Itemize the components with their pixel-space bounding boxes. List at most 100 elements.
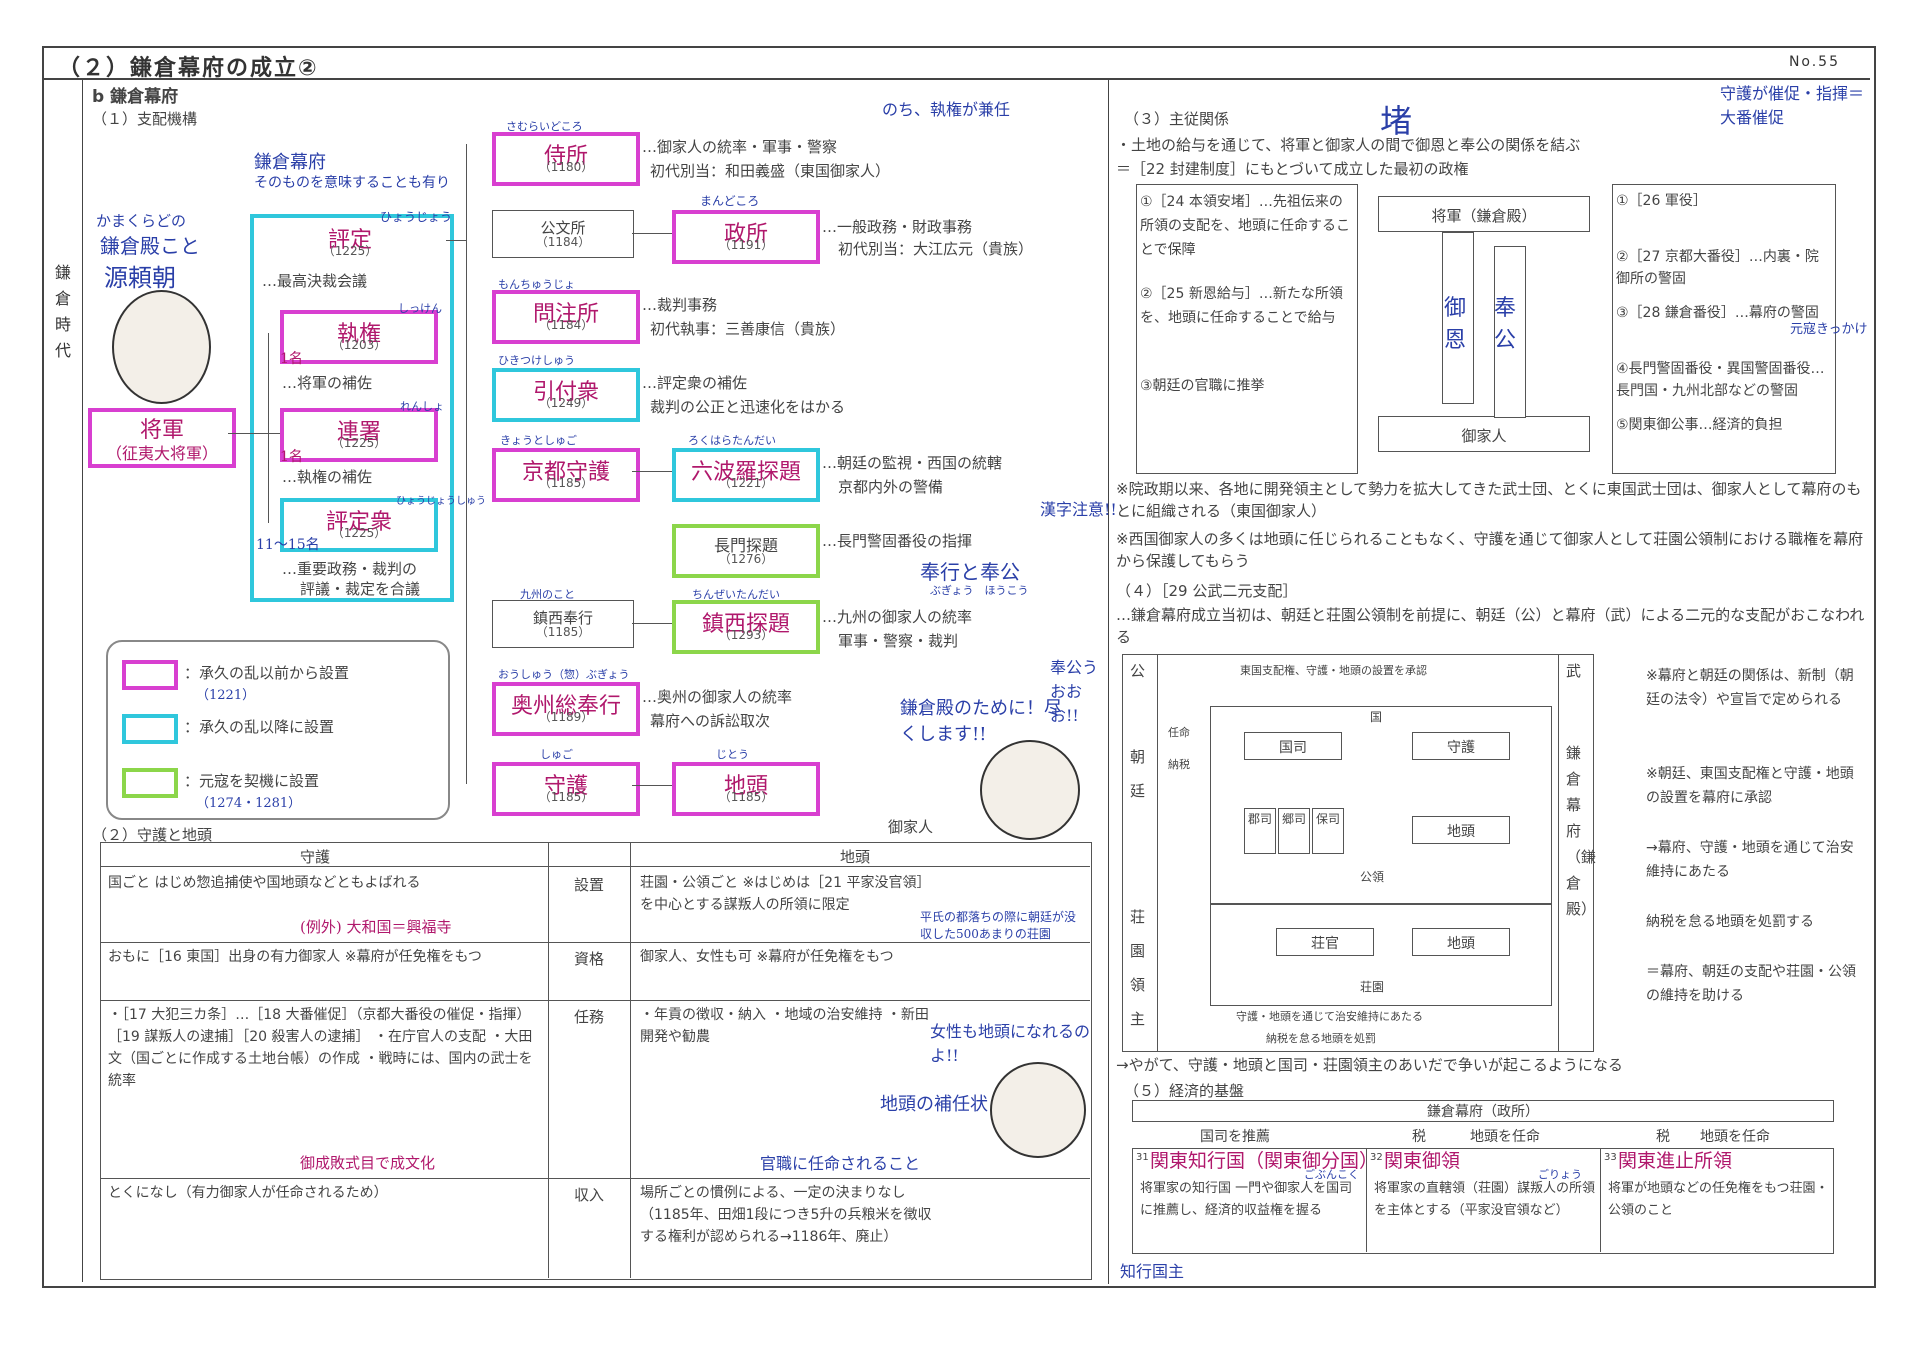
goon-list-box	[1136, 184, 1358, 474]
table-cell-shugo: おもに［16 東国］出身の有力御家人 ※幕府が任免権をもつ	[108, 949, 482, 965]
monchujo-desc1: …裁判事務	[642, 296, 718, 314]
nagato-desc: …長門警固番役の指揮	[822, 532, 973, 550]
part5-ruby: ごりょう	[1538, 1168, 1582, 1181]
shogun-kamakura-box: 将軍（鎌倉殿）	[1378, 196, 1590, 232]
bottom1-label: 守護・地頭を通じて治安維持にあたる	[1236, 1010, 1423, 1023]
part4-heading: （４）［29 公武二元支配］	[1116, 582, 1298, 600]
line-chinzei	[632, 623, 672, 624]
part5-name: 関東進止所領	[1618, 1150, 1733, 1172]
part5-num: 32	[1370, 1152, 1383, 1163]
shikken-label: 執権	[336, 322, 381, 347]
hyojoshu-count: 11～15名	[256, 537, 320, 553]
part4-note: 納税を怠る地頭を処罰する	[1646, 914, 1814, 930]
part5-desc: 将軍家の知行国 一門や御家人を国司に推薦し、経済的収益権を握る	[1140, 1181, 1353, 1218]
part5-heading: （５）経済的基盤	[1124, 1082, 1245, 1100]
note-shikken: のち、執権が兼任	[882, 100, 1011, 119]
goon-item: ①［24 本領安堵］…先祖伝来の所領の支配を、地頭に任命することで保障	[1140, 194, 1350, 258]
gun-box: 郡司	[1244, 808, 1276, 854]
gun-box: 郷司	[1278, 808, 1310, 854]
chinzei-tandai-ruby: ちんぜいたんだい	[692, 588, 780, 601]
kyoto-shugo-year: （1185）	[538, 476, 594, 490]
legend-text: ：承久の乱以降に設置	[184, 718, 335, 736]
hoko-item: ①［26 軍役］	[1616, 193, 1707, 209]
rensho-label: 連署	[336, 420, 381, 445]
gokenin-box: 御家人	[1378, 416, 1590, 452]
jito-diagram-label-1: 地頭	[1447, 824, 1475, 840]
sidebar: 鎌倉時代	[44, 80, 83, 1282]
goon-arrow	[1442, 232, 1474, 404]
note-bunin: 地頭の補任状	[880, 1094, 988, 1115]
table-row-line	[100, 1178, 1090, 1179]
table-row-line	[100, 942, 1090, 943]
mandokoro-year: （1191）	[718, 238, 774, 252]
chinzei-tandai-box: 鎮西探題 （1293）	[672, 600, 820, 654]
hyojo-box: 評定 （1225）	[255, 220, 445, 262]
mandokoro-label: 政所	[723, 222, 768, 247]
hoko-item: ④長門警固番役・異国警固番役…長門国・九州北部などの警固	[1616, 361, 1825, 399]
part3-para2: ※西国御家人の多くは地頭に任じられることもなく、守護を通じて御家人として荘園公領…	[1116, 530, 1864, 570]
table-cell-jito: 場所ごとの慣例による、一定の決まりなし（1185年、田畑1段につき5升の兵粮米を…	[640, 1185, 932, 1245]
gokenin-label: 御家人	[888, 818, 934, 836]
nagato-label: 長門探題	[713, 536, 778, 555]
rokuhara-box: 六波羅探題 （1221）	[672, 448, 820, 502]
line-vert-left	[268, 333, 269, 523]
note-bugyo: 奉行と奉公	[920, 560, 1020, 584]
rokuhara-desc2: 京都内外の警備	[838, 478, 944, 496]
shogun-box: 将軍 （征夷大将軍）	[88, 408, 236, 468]
oshu-label: 奥州総奉行	[510, 694, 621, 719]
speech2: 女性も地頭になれるのよ!!	[930, 1022, 1091, 1065]
line-main-trunk	[466, 144, 467, 784]
legend-year: （1274・1281）	[196, 796, 302, 811]
part5-col-line	[1600, 1148, 1601, 1252]
table-row-label: 設置	[574, 876, 605, 894]
samuraidokoro-desc1: …御家人の統率・軍事・警察	[642, 138, 838, 156]
chotei-label: 朝廷	[1130, 748, 1146, 800]
samuraidokoro-label: 侍所	[543, 144, 588, 169]
legend-swatch	[122, 660, 178, 690]
hoko-item: ⑤関東御公事…経済的負担	[1616, 417, 1783, 433]
ninmei-label: 任命	[1168, 726, 1190, 739]
monchujo-box: 問注所 （1184）	[492, 290, 640, 344]
top-arrow-label: 東国支配権、守護・地頭の設置を承認	[1240, 664, 1427, 677]
rensho-desc: …執権の補佐	[282, 468, 373, 486]
yoritomo-ruby: かまくらどの	[96, 212, 187, 230]
hyojo-year: （1225）	[322, 244, 378, 258]
shoen-ryoshu-label: 荘園領主	[1130, 908, 1146, 1028]
oshu-ruby: おうしゅう（惣）ぶぎょう	[498, 668, 630, 681]
yoritomo-portrait-icon	[112, 290, 211, 404]
line-kyoto	[632, 471, 672, 472]
part5-label: 税	[1656, 1129, 1670, 1145]
shikken-box: 執権 （1203）	[280, 310, 438, 364]
table-hand-jito: 平氏の都落ちの際に朝廷が没収した500あまりの荘園	[920, 910, 1077, 941]
chinzei-bugyo-label: 鎮西奉行	[532, 609, 593, 627]
page-title: （２）鎌倉幕府の成立②	[58, 56, 319, 81]
kyoto-shugo-label: 京都守護	[521, 460, 610, 485]
table-header-line	[100, 866, 1090, 867]
rokuhara-desc1: …朝廷の監視・西国の統轄	[822, 454, 1003, 472]
chinzei-tandai-desc1: …九州の御家人の統率	[822, 608, 973, 626]
rokuhara-ruby: ろくはらたんだい	[688, 434, 776, 447]
table-row-label: 収入	[574, 1186, 605, 1204]
era-label: 鎌倉時代	[54, 263, 71, 360]
col-jito: 地頭	[840, 848, 871, 866]
shogun-label: 将軍	[139, 418, 184, 443]
kumonjo-year: （1184）	[535, 235, 591, 249]
part5-num: 33	[1604, 1152, 1617, 1163]
shugo-diagram-label: 守護	[1447, 740, 1475, 756]
shikken-count: 1名	[280, 351, 303, 367]
speech1: 鎌倉殿のために！尽くします!!	[900, 698, 1062, 745]
part4-note: ＝幕府、朝廷の支配や荘園・公領の維持を助ける	[1646, 964, 1856, 1004]
part5-ruby: ごぶんこく	[1304, 1168, 1359, 1181]
monchujo-desc2: 初代執事：三善康信（貴族）	[650, 320, 846, 338]
shogun-note: （征夷大将軍）	[105, 444, 218, 463]
table-hand-shugo: 御成敗式目で成文化	[300, 1154, 436, 1172]
shokan-box: 荘官	[1276, 928, 1374, 956]
shikken-year: （1203）	[331, 338, 387, 352]
hoko-item: ②［27 京都大番役］…内裏・院御所の警固	[1616, 249, 1819, 287]
hyojoshu-box: 評定衆 （1225）	[280, 498, 438, 552]
hoko-list-box	[1612, 184, 1836, 474]
bakufu-column	[1558, 654, 1594, 1052]
page-frame	[42, 46, 1876, 1288]
column-divider	[1108, 80, 1109, 1284]
samuraidokoro-year: （1180）	[538, 160, 594, 174]
